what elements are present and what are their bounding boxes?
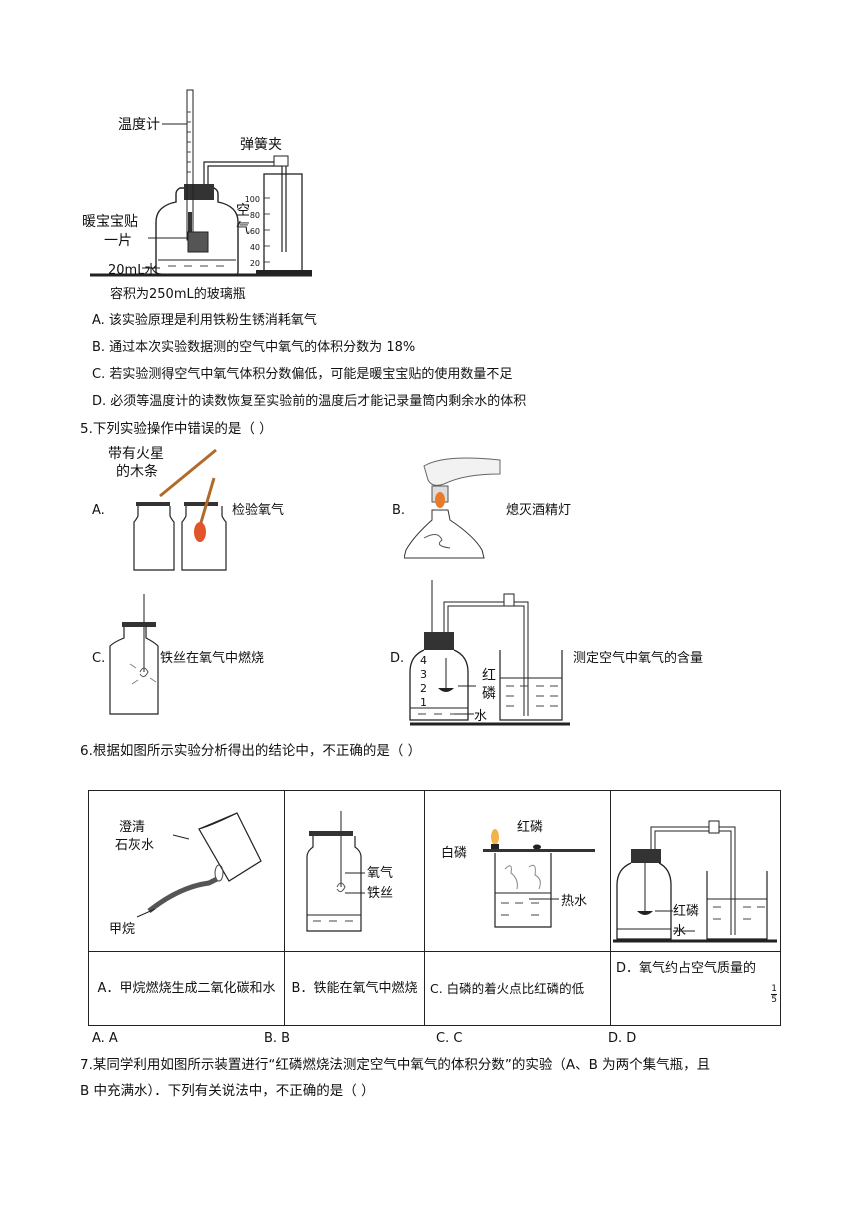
q4-label-clamp: 弹簧夹 bbox=[240, 137, 282, 153]
q6-cell-fig-a: 澄清 石灰水 甲烷 bbox=[88, 790, 285, 952]
q5-a-fig-label-2: 的木条 bbox=[116, 463, 158, 480]
q5-d-label-red-2: 磷 bbox=[482, 686, 496, 702]
q6-d-label-water: 水 bbox=[673, 924, 686, 939]
q5-c-figure bbox=[109, 594, 159, 715]
q6-fraction-bottom: 5 bbox=[771, 995, 777, 1005]
q4-label-air: 空 bbox=[236, 203, 250, 219]
q6-cell-fig-d: 红磷 水 bbox=[610, 790, 781, 952]
q4-scale-40: 40 bbox=[250, 243, 260, 252]
q4-scale-80: 80 bbox=[250, 211, 260, 220]
q4-scale-20: 20 bbox=[250, 259, 260, 268]
q6-option-a: A. A bbox=[92, 1031, 118, 1046]
q5-d-mark-1: 1 bbox=[420, 696, 427, 709]
q5-option-a-label: 检验氧气 bbox=[232, 503, 285, 518]
q5-option-c-label: 铁丝在氧气中燃烧 bbox=[160, 651, 265, 666]
q6-stem: 6.根据如图所示实验分析得出的结论中，不正确的是（ ） bbox=[80, 743, 422, 759]
q6-option-b: B. B bbox=[264, 1031, 291, 1046]
q5-option-d-label: 测定空气中氧气的含量 bbox=[573, 651, 704, 666]
q6-a-label-lime-2: 石灰水 bbox=[115, 838, 154, 853]
q6-fraction: 1 5 bbox=[771, 984, 777, 1005]
q5-b-figure bbox=[404, 457, 501, 559]
q6-b-label-wire: 铁丝 bbox=[367, 886, 393, 901]
q6-fig-b: 氧气 铁丝 bbox=[306, 811, 393, 932]
q6-a-label-methane: 甲烷 bbox=[109, 922, 135, 937]
q7-stem-line-2: B 中充满水）．下列有关说法中，不正确的是（ ） bbox=[80, 1083, 375, 1099]
q6-b-label-o2: 氧气 bbox=[367, 865, 393, 881]
q4-label-warmer: 暖宝宝贴 bbox=[82, 214, 138, 230]
q4-option-c: C. 若实验测得空气中氧气体积分数偏低，可能是暖宝宝贴的使用数量不足 bbox=[92, 367, 513, 382]
q4-scale-60: 60 bbox=[250, 227, 260, 236]
q4-label-warmer-2: 一片 bbox=[104, 233, 132, 249]
q6-c-label-white: 白磷 bbox=[441, 845, 467, 861]
q4-scale-100: 100 bbox=[245, 195, 260, 204]
q5-option-b-label: 熄灭酒精灯 bbox=[506, 503, 572, 518]
q6-c-label-hot: 热水 bbox=[561, 894, 587, 909]
q6-caption-a: A．甲烷燃烧生成二氧化碳和水 bbox=[88, 951, 285, 1026]
q4-label-thermometer: 温度计 bbox=[118, 117, 160, 133]
q5-d-mark-3: 3 bbox=[420, 668, 427, 681]
q6-cell-fig-b: 氧气 铁丝 bbox=[284, 790, 425, 952]
q4-option-d: D. 必须等温度计的读数恢复至实验前的温度后才能记录量筒内剩余水的体积 bbox=[92, 394, 527, 409]
q6-caption-a-text: A．甲烷燃烧生成二氧化碳和水 bbox=[97, 980, 276, 996]
q4-label-air-2: 气 bbox=[236, 221, 250, 237]
q6-caption-d-text: D．氧气约占空气质量的 bbox=[616, 961, 757, 976]
q5-option-d-letter: D. bbox=[390, 651, 405, 666]
q6-cell-fig-c: 红磷 白磷 热水 bbox=[424, 790, 611, 952]
q5-d-label-red: 红 bbox=[482, 668, 496, 684]
q6-option-d: D. D bbox=[608, 1031, 637, 1046]
q5-option-b-letter: B. bbox=[392, 503, 406, 518]
q6-c-label-red: 红磷 bbox=[517, 819, 543, 835]
q6-table: 澄清 石灰水 甲烷 氧气 bbox=[88, 790, 781, 1026]
q6-caption-b: B．铁能在氧气中燃烧 bbox=[284, 951, 425, 1026]
q6-a-label-lime: 澄清 bbox=[119, 820, 145, 835]
q5-d-figure: 4 3 2 1 红 磷 水 bbox=[409, 580, 570, 726]
q6-caption-c: C. 白磷的着火点比红磷的低 bbox=[424, 951, 611, 1026]
q5-d-mark-4: 4 bbox=[420, 654, 427, 667]
q6-d-label-red: 红磷 bbox=[673, 903, 699, 919]
q5-option-c-letter: C. bbox=[92, 651, 106, 666]
q4-apparatus-figure: 100 80 60 40 20 温度计 弹簧夹 暖宝宝贴 一片 空 气 20mL… bbox=[82, 89, 312, 302]
q5-d-mark-2: 2 bbox=[420, 682, 427, 695]
q6-fig-c: 红磷 白磷 热水 bbox=[441, 819, 595, 928]
q6-fraction-top: 1 bbox=[771, 984, 777, 995]
q5-a-fig-label-1: 带有火星 bbox=[108, 446, 164, 462]
q6-fig-a: 澄清 石灰水 甲烷 bbox=[109, 812, 262, 937]
q4-option-a: A. 该实验原理是利用铁粉生锈消耗氧气 bbox=[92, 313, 317, 328]
q6-fig-d: 红磷 水 bbox=[613, 820, 777, 943]
q5-a-figure: 带有火星 的木条 bbox=[108, 446, 227, 571]
q6-caption-b-text: B．铁能在氧气中燃烧 bbox=[291, 980, 418, 996]
q7-stem-line-1: 7.某同学利用如图所示装置进行“红磷燃烧法测定空气中氧气的体积分数”的实验（A、… bbox=[80, 1057, 711, 1073]
q4-label-water: 20mL水 bbox=[108, 263, 157, 278]
q6-caption-c-text: C. 白磷的着火点比红磷的低 bbox=[430, 980, 585, 996]
q6-caption-d: D．氧气约占空气质量的 1 5 bbox=[610, 951, 781, 1026]
q6-option-c: C. C bbox=[436, 1031, 463, 1046]
q4-label-bottle: 容积为250mL的玻璃瓶 bbox=[110, 286, 246, 302]
q4-option-b: B. 通过本次实验数据测的空气中氧气的体积分数为 18% bbox=[92, 340, 416, 355]
q5-d-label-water: 水 bbox=[474, 709, 487, 724]
q5-stem: 5.下列实验操作中错误的是（ ） bbox=[80, 421, 273, 437]
q5-option-a-letter: A. bbox=[92, 503, 105, 518]
